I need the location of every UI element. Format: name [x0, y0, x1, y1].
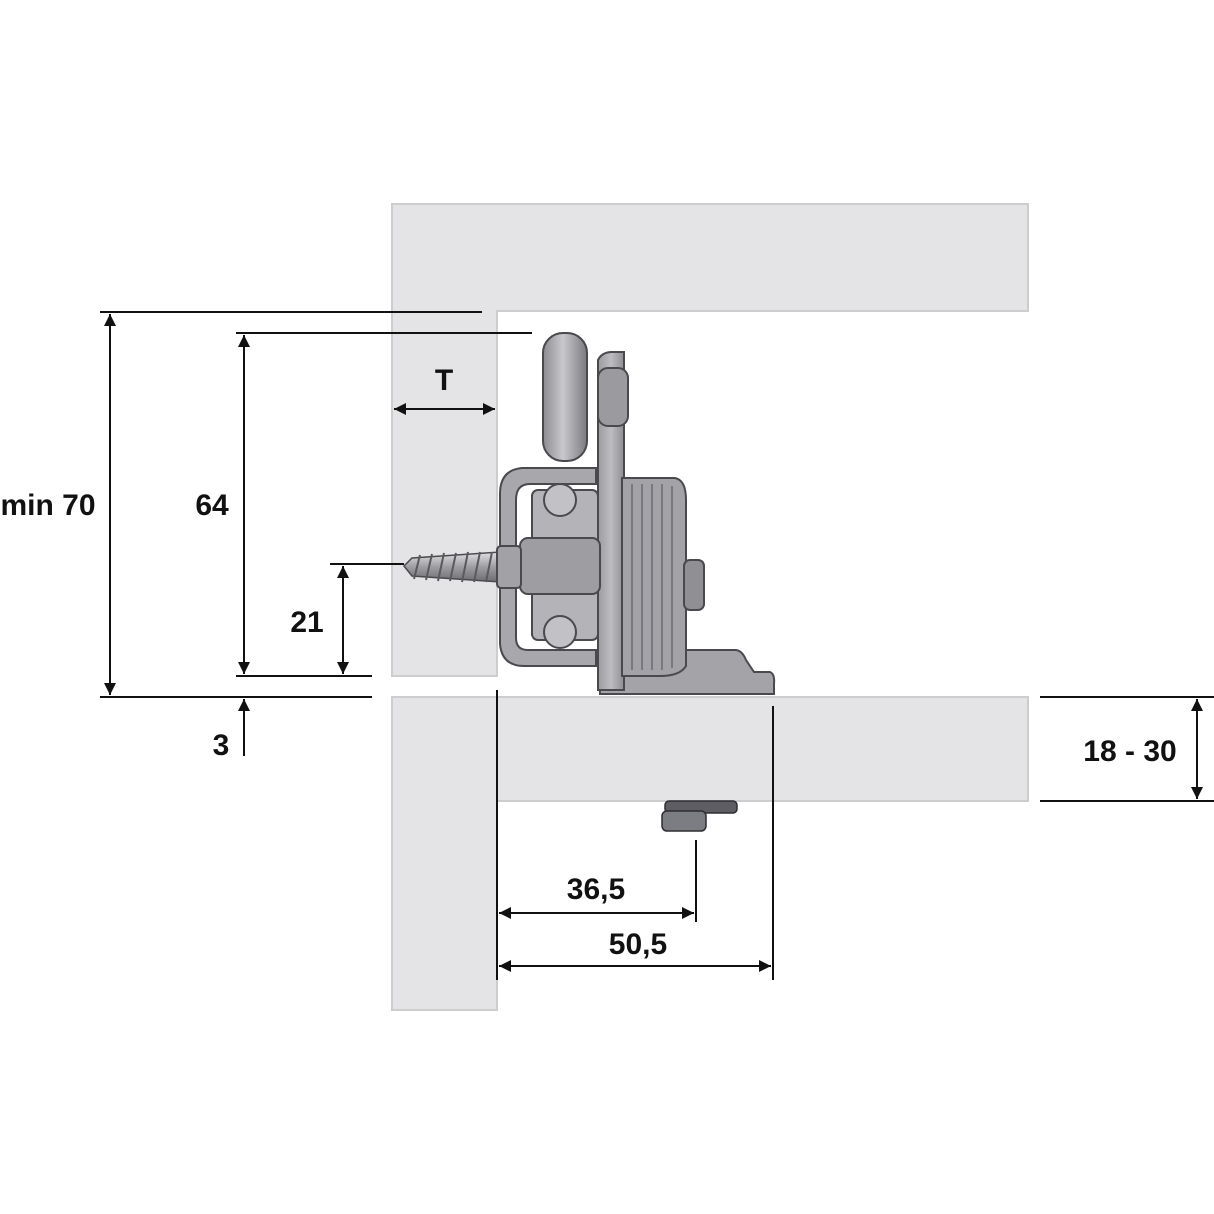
top-side-panel — [391, 203, 1029, 677]
adjust-knob — [683, 559, 705, 611]
50-5-label: 50,5 — [609, 928, 667, 961]
dimension-lines — [100, 311, 1214, 980]
mounting-screw — [402, 545, 522, 589]
64-label: 64 — [195, 489, 229, 522]
3-label: 3 — [213, 729, 230, 762]
housing-body — [621, 477, 687, 677]
housing-ribs — [631, 484, 673, 670]
t-label: T — [435, 364, 453, 397]
upper-wheel-axle — [597, 367, 629, 427]
bottom-side-panel — [391, 696, 1029, 1011]
18-30-label: 18 - 30 — [1083, 735, 1176, 768]
lower-ball — [543, 615, 577, 649]
central-hub — [519, 537, 601, 595]
dimension-labels: min 70 64 21 3 T 18 - 30 36,5 50,5 — [0, 364, 1176, 961]
c-rail — [499, 467, 597, 667]
21-label: 21 — [290, 606, 323, 639]
upper-ball — [543, 483, 577, 517]
wood-panels — [391, 203, 1029, 1011]
36-5-label: 36,5 — [567, 873, 625, 906]
rear-bolt — [661, 800, 738, 832]
min-70-label: min 70 — [0, 489, 95, 522]
slide-mechanism — [402, 332, 776, 832]
upper-wheel — [542, 332, 588, 462]
